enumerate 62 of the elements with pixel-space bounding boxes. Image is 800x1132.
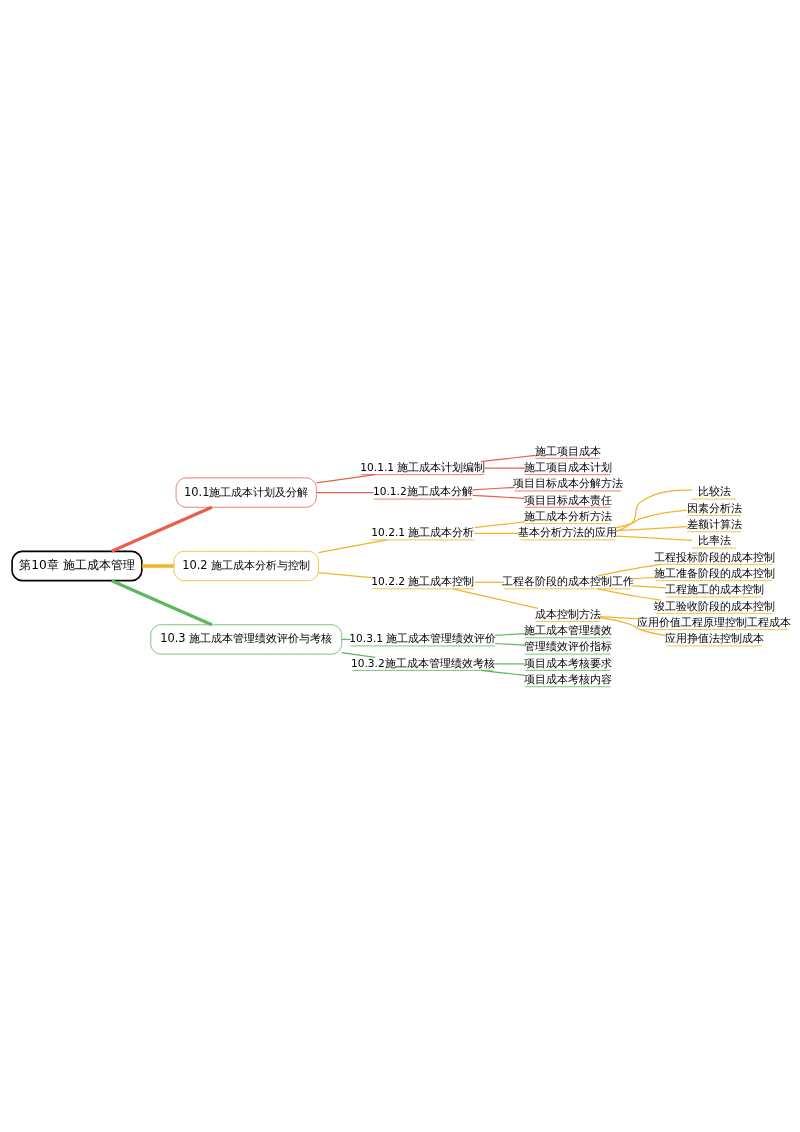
node-text: 成本控制方法: [534, 607, 601, 620]
connector: [597, 588, 662, 601]
node-text: 比较法: [697, 485, 731, 498]
node-text: 10.3.1 施工成本管理绩效评价: [349, 632, 497, 645]
node-text: 工程各阶段的成本控制工作: [501, 575, 634, 588]
node-text: 施工成本分析方法: [523, 509, 612, 522]
node-text: 施工项目成本计划: [523, 460, 612, 473]
node-text: 比率法: [697, 534, 731, 547]
node-text: 竣工验收阶段的成本控制: [653, 599, 775, 612]
connector: [471, 494, 526, 499]
connector: [315, 474, 376, 484]
connector: [111, 505, 213, 553]
connector: [111, 579, 213, 627]
connector: [597, 563, 662, 577]
node-text: 因素分析法: [686, 501, 742, 514]
node-text: 工程施工的成本控制: [664, 583, 764, 596]
node-text: 管理绩效评价指标: [523, 640, 612, 653]
node-text: 应用挣值法控制成本: [664, 632, 764, 645]
node-text: 施工成本管理绩效: [523, 624, 612, 637]
node-text: 基本分析方法的应用: [518, 526, 618, 539]
connector: [599, 617, 667, 637]
connector: [141, 564, 174, 568]
connector: [614, 509, 688, 529]
connector: [315, 491, 375, 494]
node-text: 10.3.2施工成本管理绩效考核: [350, 656, 495, 669]
connector: [473, 532, 521, 534]
connector: [614, 526, 688, 532]
connector: [471, 486, 516, 491]
node-box: 10.3 施工成本管理绩效评价与考核: [150, 624, 343, 655]
node-text: 工程投标阶段的成本控制: [653, 550, 775, 563]
node-text: 项目成本考核要求: [523, 656, 612, 669]
connector: [341, 652, 376, 658]
connector: [492, 663, 526, 665]
connector: [473, 521, 526, 529]
node-text: 10.2.1 施工成本分析: [371, 526, 475, 539]
node-text: 10.1.1 施工成本计划编制: [360, 460, 486, 473]
connector: [480, 669, 526, 676]
connector: [317, 539, 388, 554]
connector: [615, 489, 693, 533]
connector: [473, 581, 505, 583]
connector: [614, 535, 693, 541]
node-box: 10.1施工成本计划及分解: [175, 477, 317, 508]
node-text: 施工项目成本: [534, 444, 601, 457]
node-text: 10.2.2 施工成本控制: [371, 575, 475, 588]
node-text: 10.1.2施工成本分解: [372, 485, 473, 498]
connector: [480, 454, 536, 463]
connector: [630, 576, 657, 580]
node-text: 项目目标成本分解方法: [512, 477, 623, 490]
node-text: 项目目标成本责任: [523, 493, 612, 506]
connector: [630, 585, 667, 589]
node-text: 应用价值工程原理控制工程成本: [637, 615, 792, 628]
connector: [483, 467, 526, 469]
connector: [494, 633, 526, 636]
node-box: 10.2 施工成本分析与控制: [173, 550, 319, 582]
node-text: 项目成本考核内容: [523, 672, 612, 685]
node-text: 差额计算法: [686, 517, 742, 530]
connector: [317, 572, 373, 579]
connector: [452, 588, 539, 609]
node-text: 施工准备阶段的成本控制: [653, 566, 775, 579]
connector: [494, 642, 526, 646]
node-box: 第10章 施工成本管理: [11, 550, 143, 582]
connector: [599, 616, 641, 620]
